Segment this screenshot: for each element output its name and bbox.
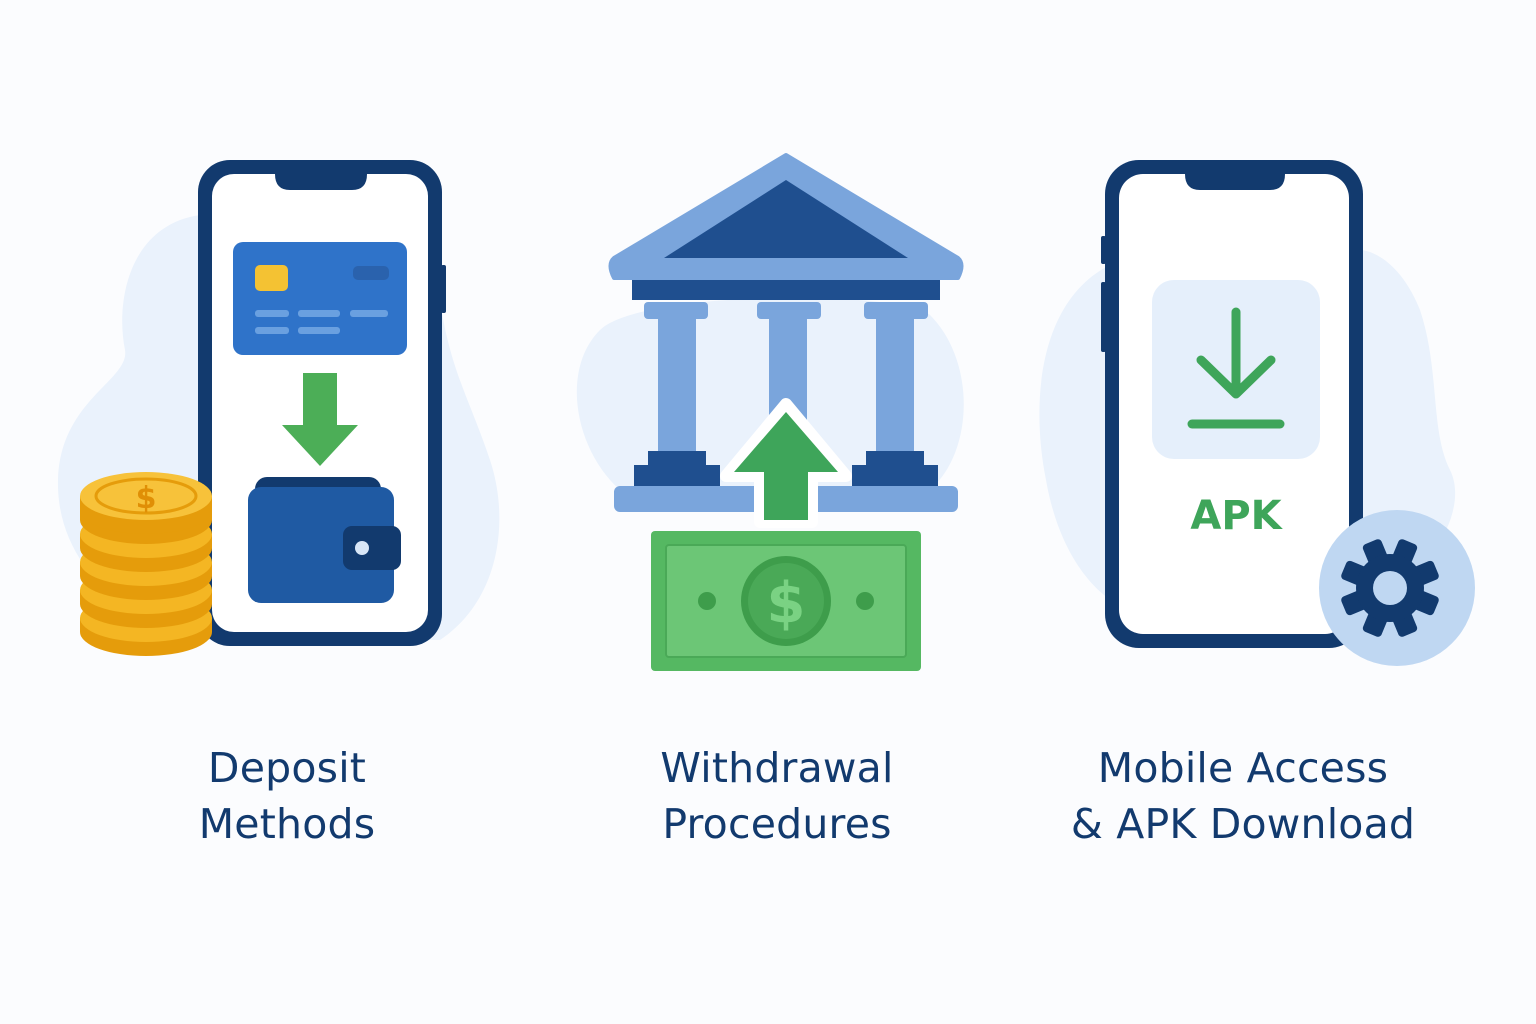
caption-line-2: & APK Download — [1070, 800, 1416, 848]
caption-line-1: Withdrawal — [660, 744, 894, 792]
arrow-down-icon — [282, 373, 358, 466]
wallet-icon — [248, 477, 401, 603]
bank-icon — [608, 153, 964, 512]
credit-card-icon — [233, 242, 407, 355]
mobile-access-illustration — [1039, 160, 1475, 666]
gear-icon — [1319, 510, 1475, 666]
caption-line-2: Procedures — [662, 800, 892, 848]
coin-stack-icon: $ — [80, 472, 212, 656]
mobile-access-caption: Mobile Access & APK Download — [1013, 740, 1473, 852]
deposit-methods-caption: Deposit Methods — [57, 740, 517, 852]
arrow-up-icon — [720, 398, 852, 528]
svg-text:$: $ — [767, 571, 806, 636]
withdrawal-procedures-caption: Withdrawal Procedures — [547, 740, 1007, 852]
deposit-methods-illustration: $ — [57, 160, 500, 656]
banknote-icon: $ — [651, 531, 921, 671]
withdrawal-procedures-illustration: $ — [576, 153, 964, 671]
caption-line-1: Mobile Access — [1097, 744, 1389, 792]
caption-line-1: Deposit — [207, 744, 367, 792]
download-icon — [1152, 280, 1320, 459]
caption-line-2: Methods — [198, 800, 376, 848]
svg-text:$: $ — [136, 481, 157, 516]
apk-label: APK — [1190, 493, 1282, 539]
